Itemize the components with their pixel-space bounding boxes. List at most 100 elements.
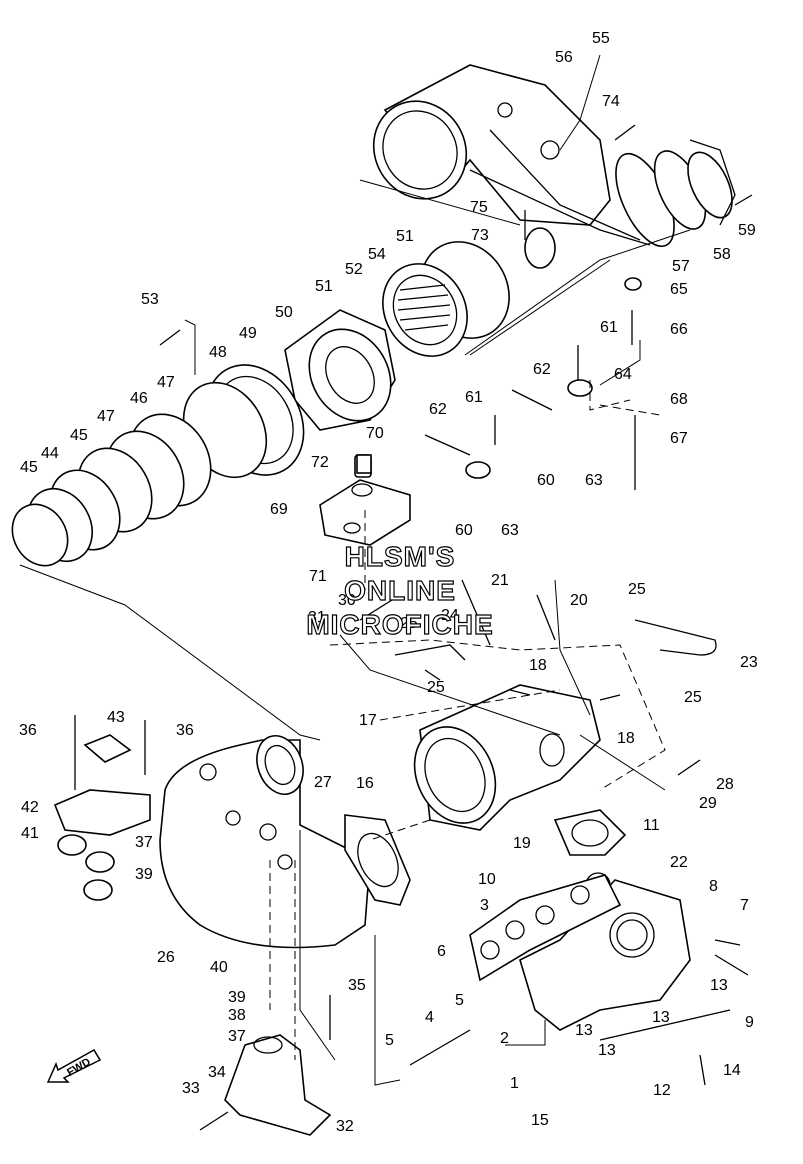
callout-68: 68 xyxy=(670,391,688,408)
callout-18b: 18 xyxy=(617,730,635,747)
exhaust-chamber xyxy=(413,684,601,831)
callout-13c: 13 xyxy=(598,1042,616,1059)
callout-62a: 62 xyxy=(533,361,551,378)
callout-52: 52 xyxy=(345,261,363,278)
callout-36a: 36 xyxy=(19,722,37,739)
callout-74: 74 xyxy=(602,93,620,110)
callout-46: 46 xyxy=(130,390,148,407)
callout-44: 44 xyxy=(41,445,59,462)
exhaust-gasket xyxy=(553,809,627,856)
coupling-bellows xyxy=(11,413,212,567)
callout-50: 50 xyxy=(275,304,293,321)
callout-labels: 1 2 3 4 5 5 6 7 8 9 10 11 12 13 13 13 13… xyxy=(19,30,758,1135)
callout-19: 19 xyxy=(513,835,531,852)
callout-63a: 63 xyxy=(585,472,603,489)
callout-45a: 45 xyxy=(70,427,88,444)
callout-37b: 37 xyxy=(228,1028,246,1045)
callout-38: 38 xyxy=(228,1007,246,1024)
callout-60a: 60 xyxy=(537,472,555,489)
steering-nozzle xyxy=(615,139,736,248)
fwd-arrow-icon: FWD xyxy=(46,1048,102,1083)
callout-8: 8 xyxy=(709,878,718,895)
callout-3: 3 xyxy=(480,897,489,914)
callout-12: 12 xyxy=(653,1082,671,1099)
callout-26: 26 xyxy=(157,949,175,966)
callout-23: 23 xyxy=(740,654,758,671)
fwd-label: FWD xyxy=(65,1056,93,1079)
callout-25d: 25 xyxy=(684,689,702,706)
callout-25a: 25 xyxy=(628,581,646,598)
callout-14: 14 xyxy=(723,1062,741,1079)
callout-42: 42 xyxy=(21,799,39,816)
callout-47a: 47 xyxy=(157,374,175,391)
callout-29: 29 xyxy=(699,795,717,812)
watermark-line-3: MICROFICHE xyxy=(306,608,494,640)
callout-60b: 60 xyxy=(455,522,473,539)
jet-pump-housing xyxy=(372,64,651,246)
callout-13b: 13 xyxy=(652,1009,670,1026)
water-box-muffler xyxy=(159,735,371,949)
callout-53: 53 xyxy=(141,291,159,308)
callout-51b: 51 xyxy=(396,228,414,245)
callout-24: 24 xyxy=(441,607,459,624)
callout-13a: 13 xyxy=(710,977,728,994)
callout-62b: 62 xyxy=(429,401,447,418)
callout-57: 57 xyxy=(672,258,690,275)
callout-20: 20 xyxy=(570,592,588,609)
callout-67: 67 xyxy=(670,430,688,447)
callout-48: 48 xyxy=(209,344,227,361)
callout-31: 31 xyxy=(308,609,326,626)
watermark-line-1: HLSM'S xyxy=(344,540,456,572)
intermediate-housing xyxy=(182,364,305,479)
callout-39b: 39 xyxy=(228,989,246,1006)
fasteners xyxy=(74,124,753,1131)
callout-34: 34 xyxy=(208,1064,226,1081)
callout-11: 11 xyxy=(643,817,660,834)
stator-housing xyxy=(284,309,396,431)
callout-55: 55 xyxy=(592,30,610,47)
callout-17: 17 xyxy=(359,712,377,729)
callout-49: 49 xyxy=(239,325,257,342)
callout-33: 33 xyxy=(182,1080,200,1097)
callout-5: 5 xyxy=(455,992,464,1009)
callout-45b: 45 xyxy=(20,459,38,476)
callout-66: 66 xyxy=(670,321,688,338)
callout-65: 65 xyxy=(670,281,688,298)
callout-32: 32 xyxy=(336,1118,354,1135)
callout-25c: 25 xyxy=(427,679,445,696)
callout-5b: 5 xyxy=(385,1032,394,1049)
watermark-text: HLSM'S ONLINE MICROFICHE xyxy=(290,540,510,642)
callout-25b: 25 xyxy=(400,615,418,632)
callout-22: 22 xyxy=(670,854,688,871)
callout-37a: 37 xyxy=(135,834,153,851)
callout-10: 10 xyxy=(478,871,496,888)
callout-21: 21 xyxy=(491,572,509,589)
callout-16: 16 xyxy=(356,775,374,792)
callout-41: 41 xyxy=(21,825,39,842)
callout-43: 43 xyxy=(107,709,125,726)
mount-plate xyxy=(53,734,151,901)
callout-64: 64 xyxy=(614,366,632,383)
callout-7: 7 xyxy=(740,897,749,914)
callout-40: 40 xyxy=(210,959,228,976)
callout-58: 58 xyxy=(713,246,731,263)
callout-54: 54 xyxy=(368,246,386,263)
callout-4: 4 xyxy=(425,1009,434,1026)
callout-47b: 47 xyxy=(97,408,115,425)
callout-71: 71 xyxy=(309,568,327,585)
manifold-gasket xyxy=(469,874,622,982)
callout-39a: 39 xyxy=(135,866,153,883)
callout-9: 9 xyxy=(745,1014,754,1031)
callout-13d: 13 xyxy=(575,1022,593,1039)
callout-2: 2 xyxy=(500,1030,509,1047)
callout-28: 28 xyxy=(716,776,734,793)
callout-72: 72 xyxy=(311,454,329,471)
callout-35: 35 xyxy=(348,977,366,994)
callout-61a: 61 xyxy=(600,319,618,336)
callout-70: 70 xyxy=(366,425,384,442)
callout-51a: 51 xyxy=(315,278,333,295)
impeller-duct xyxy=(382,241,510,357)
callout-61b: 61 xyxy=(465,389,483,406)
callout-30: 30 xyxy=(338,592,356,609)
callout-69: 69 xyxy=(270,501,288,518)
